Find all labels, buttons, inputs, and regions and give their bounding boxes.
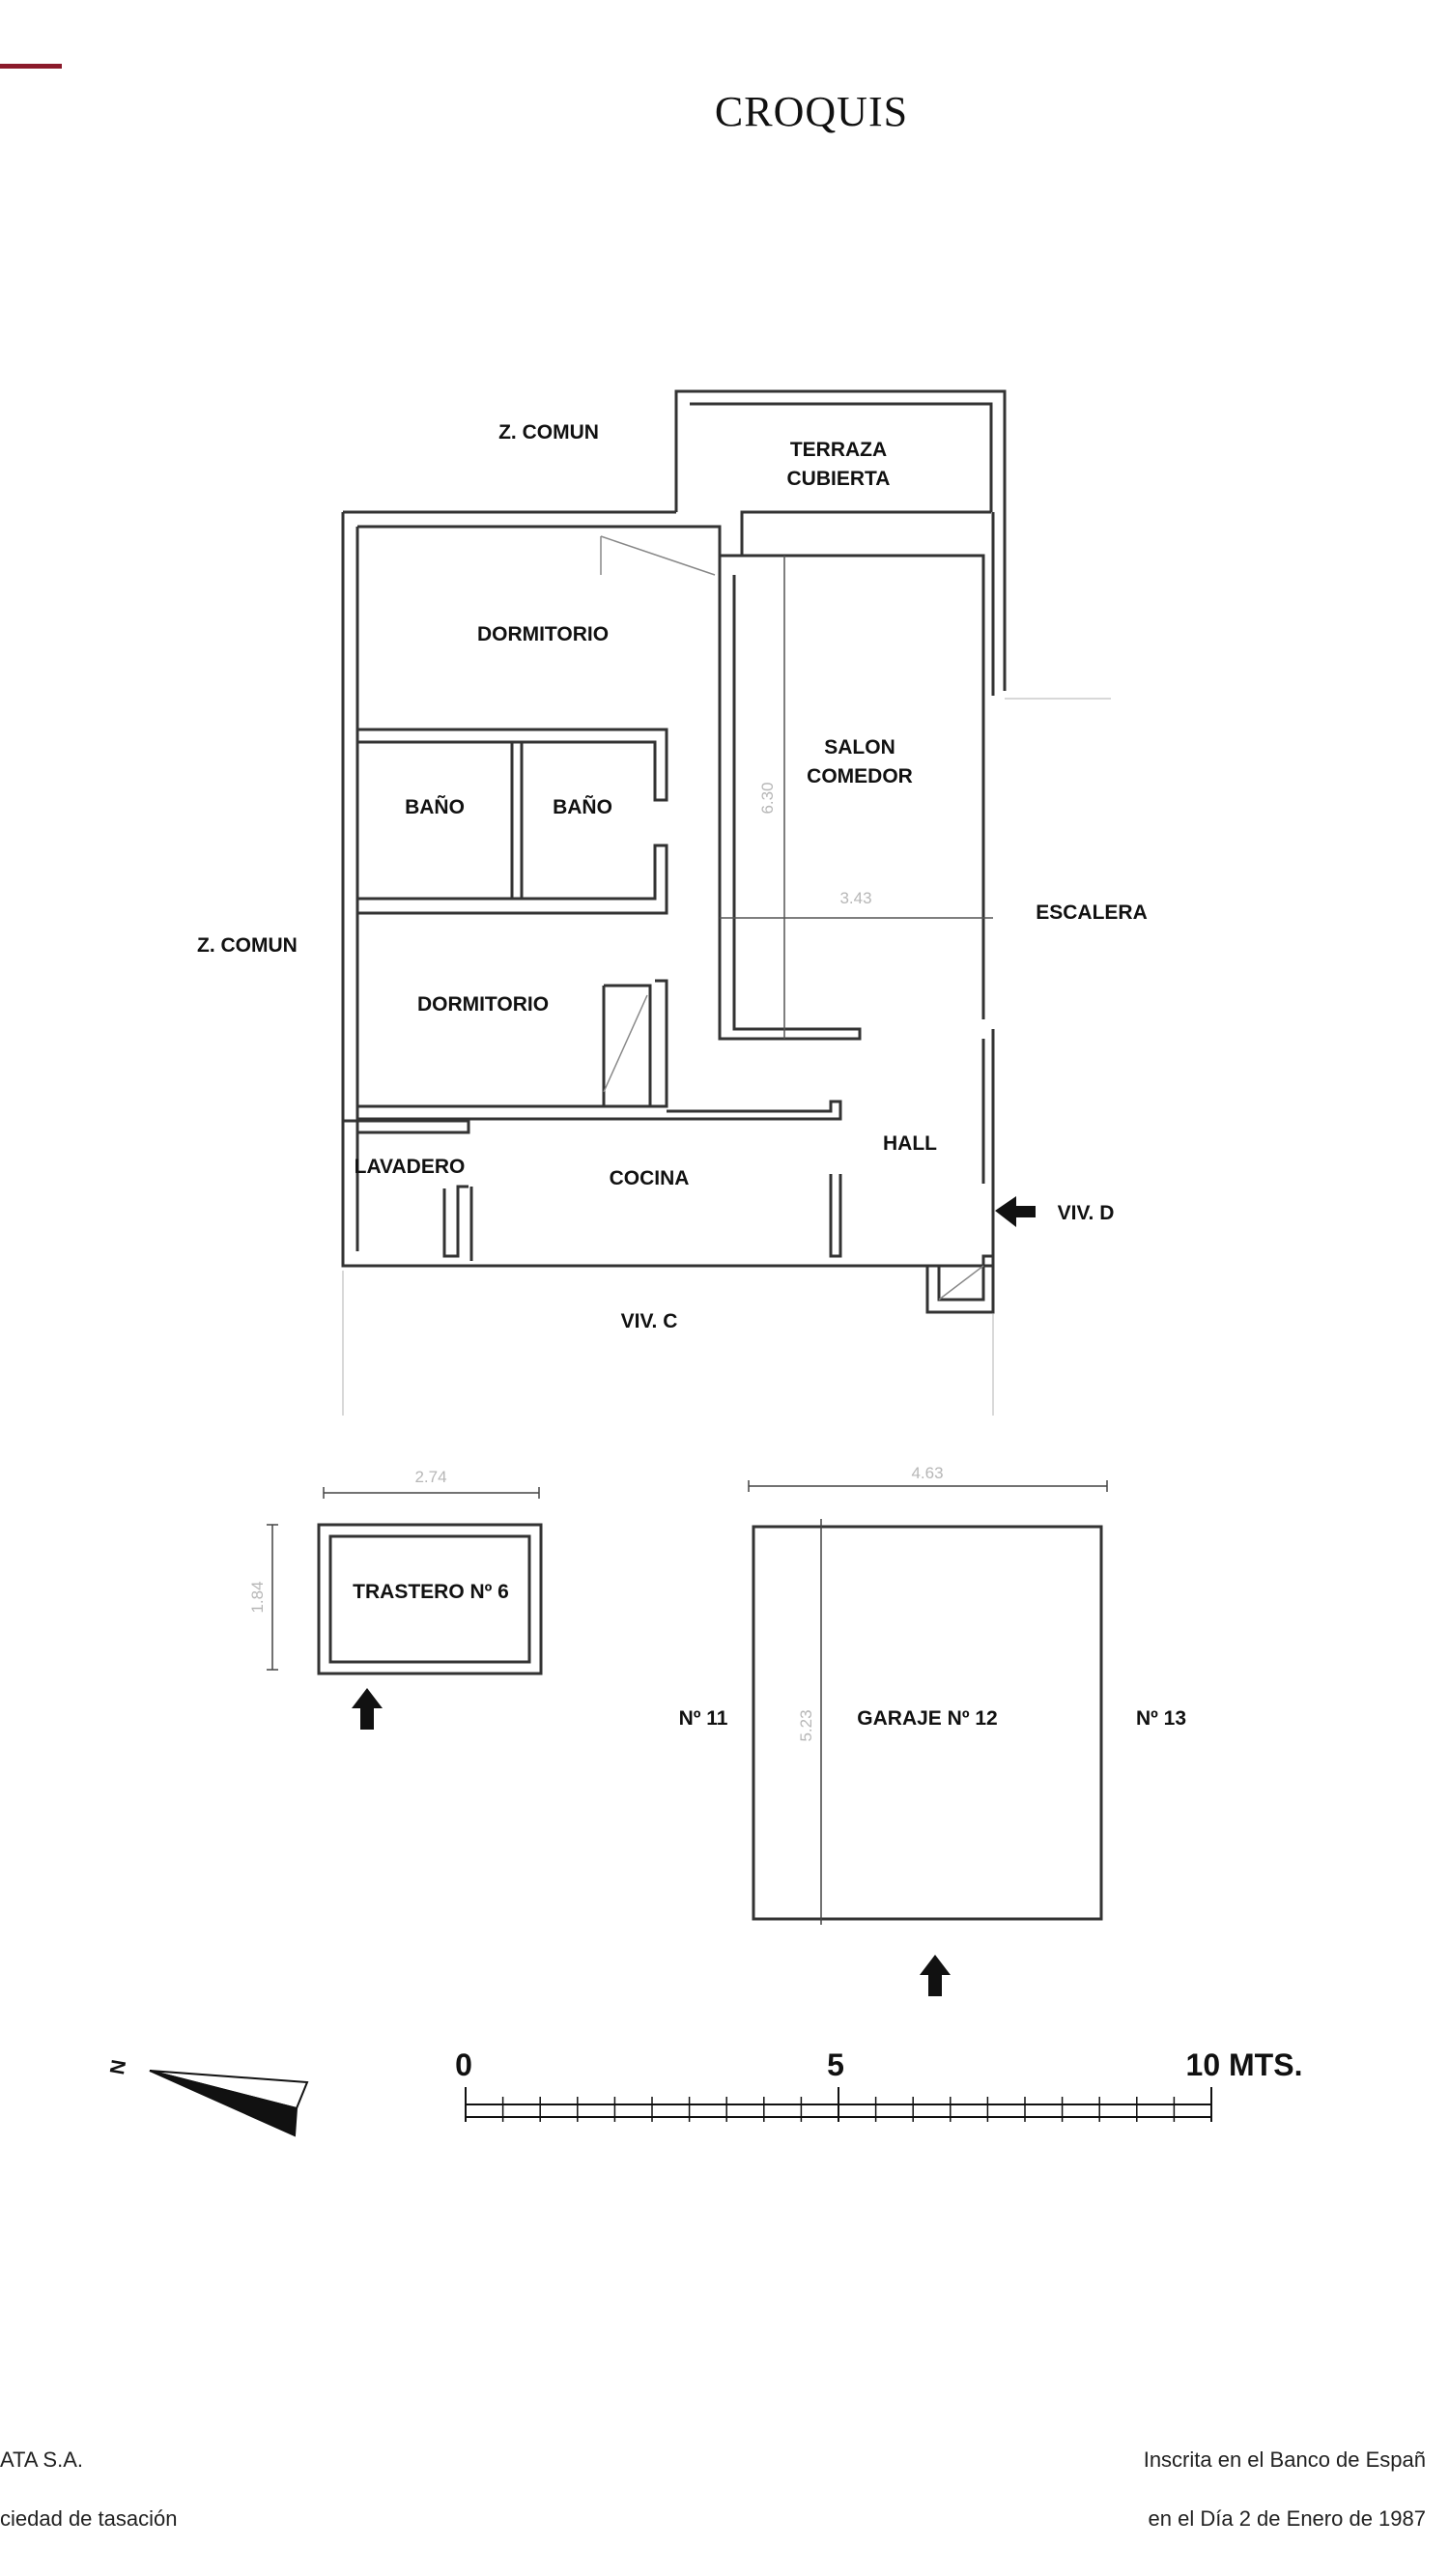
footer-company-line2: ciedad de tasación — [0, 2506, 178, 2531]
garaje-box — [752, 1525, 1103, 1921]
label-dormitorio-1: DORMITORIO — [477, 623, 609, 645]
label-terraza-line2: CUBIERTA — [787, 468, 891, 490]
label-salon-line2: COMEDOR — [807, 765, 913, 787]
label-bano-1: BAÑO — [405, 796, 465, 818]
scale-start-label: 0 — [455, 2047, 472, 2082]
entry-arrows — [352, 1196, 1036, 1996]
garaje-entry-arrow — [920, 1955, 951, 1996]
footer-company-line1: ATA S.A. — [0, 2447, 83, 2472]
label-salon-line1: SALON — [824, 736, 895, 758]
salon-dimension-lines — [720, 556, 993, 1039]
label-viv-d: VIV. D — [1058, 1202, 1115, 1224]
footer-registry-line2: en el Día 2 de Enero de 1987 — [1148, 2506, 1426, 2531]
label-dormitorio-2: DORMITORIO — [417, 993, 549, 1016]
label-garaje-left: Nº 11 — [679, 1707, 728, 1730]
apartment-walls — [341, 389, 1007, 1314]
compass-north-label: N — [105, 2058, 129, 2076]
label-terraza-line1: TERRAZA — [790, 439, 887, 461]
north-arrow-icon: N — [105, 2058, 309, 2137]
header-accent-bar — [0, 64, 62, 69]
viv-d-entry-arrow — [995, 1196, 1036, 1227]
dim-trastero-height: 1.84 — [248, 1581, 267, 1613]
trastero-box — [317, 1523, 543, 1675]
label-viv-c: VIV. C — [621, 1310, 678, 1332]
label-z-comun-top: Z. COMUN — [498, 421, 599, 444]
door-swings — [600, 535, 984, 1301]
dim-garaje-height: 5.23 — [797, 1709, 815, 1741]
label-z-comun-left: Z. COMUN — [197, 934, 298, 957]
label-cocina: COCINA — [610, 1167, 690, 1189]
garaje-dimension-lines — [748, 1480, 1108, 1925]
label-trastero: TRASTERO Nº 6 — [353, 1581, 509, 1603]
label-garaje: GARAJE Nº 12 — [857, 1707, 997, 1730]
label-lavadero: LAVADERO — [355, 1156, 466, 1178]
footer-registry-line1: Inscrita en el Banco de Españ — [1143, 2447, 1426, 2472]
scale-end-label: 10 MTS. — [1186, 2047, 1303, 2082]
dim-salon-width: 3.43 — [839, 889, 871, 907]
trastero-dimension-lines — [267, 1487, 540, 1671]
label-garaje-right: Nº 13 — [1136, 1707, 1186, 1730]
dim-salon-height: 6.30 — [758, 782, 777, 814]
page-title: CROQUIS — [714, 88, 909, 135]
scale-middle-label: 5 — [827, 2047, 844, 2082]
label-escalera: ESCALERA — [1036, 902, 1148, 924]
extension-lines — [342, 698, 1111, 1416]
dim-garaje-width: 4.63 — [911, 1464, 943, 1482]
dim-trastero-width: 2.74 — [414, 1468, 446, 1486]
scale-bar — [465, 2087, 1212, 2122]
scale-ticks — [501, 2097, 1176, 2122]
label-hall: HALL — [883, 1132, 937, 1155]
label-bano-2: BAÑO — [553, 796, 612, 818]
trastero-entry-arrow — [352, 1688, 383, 1730]
